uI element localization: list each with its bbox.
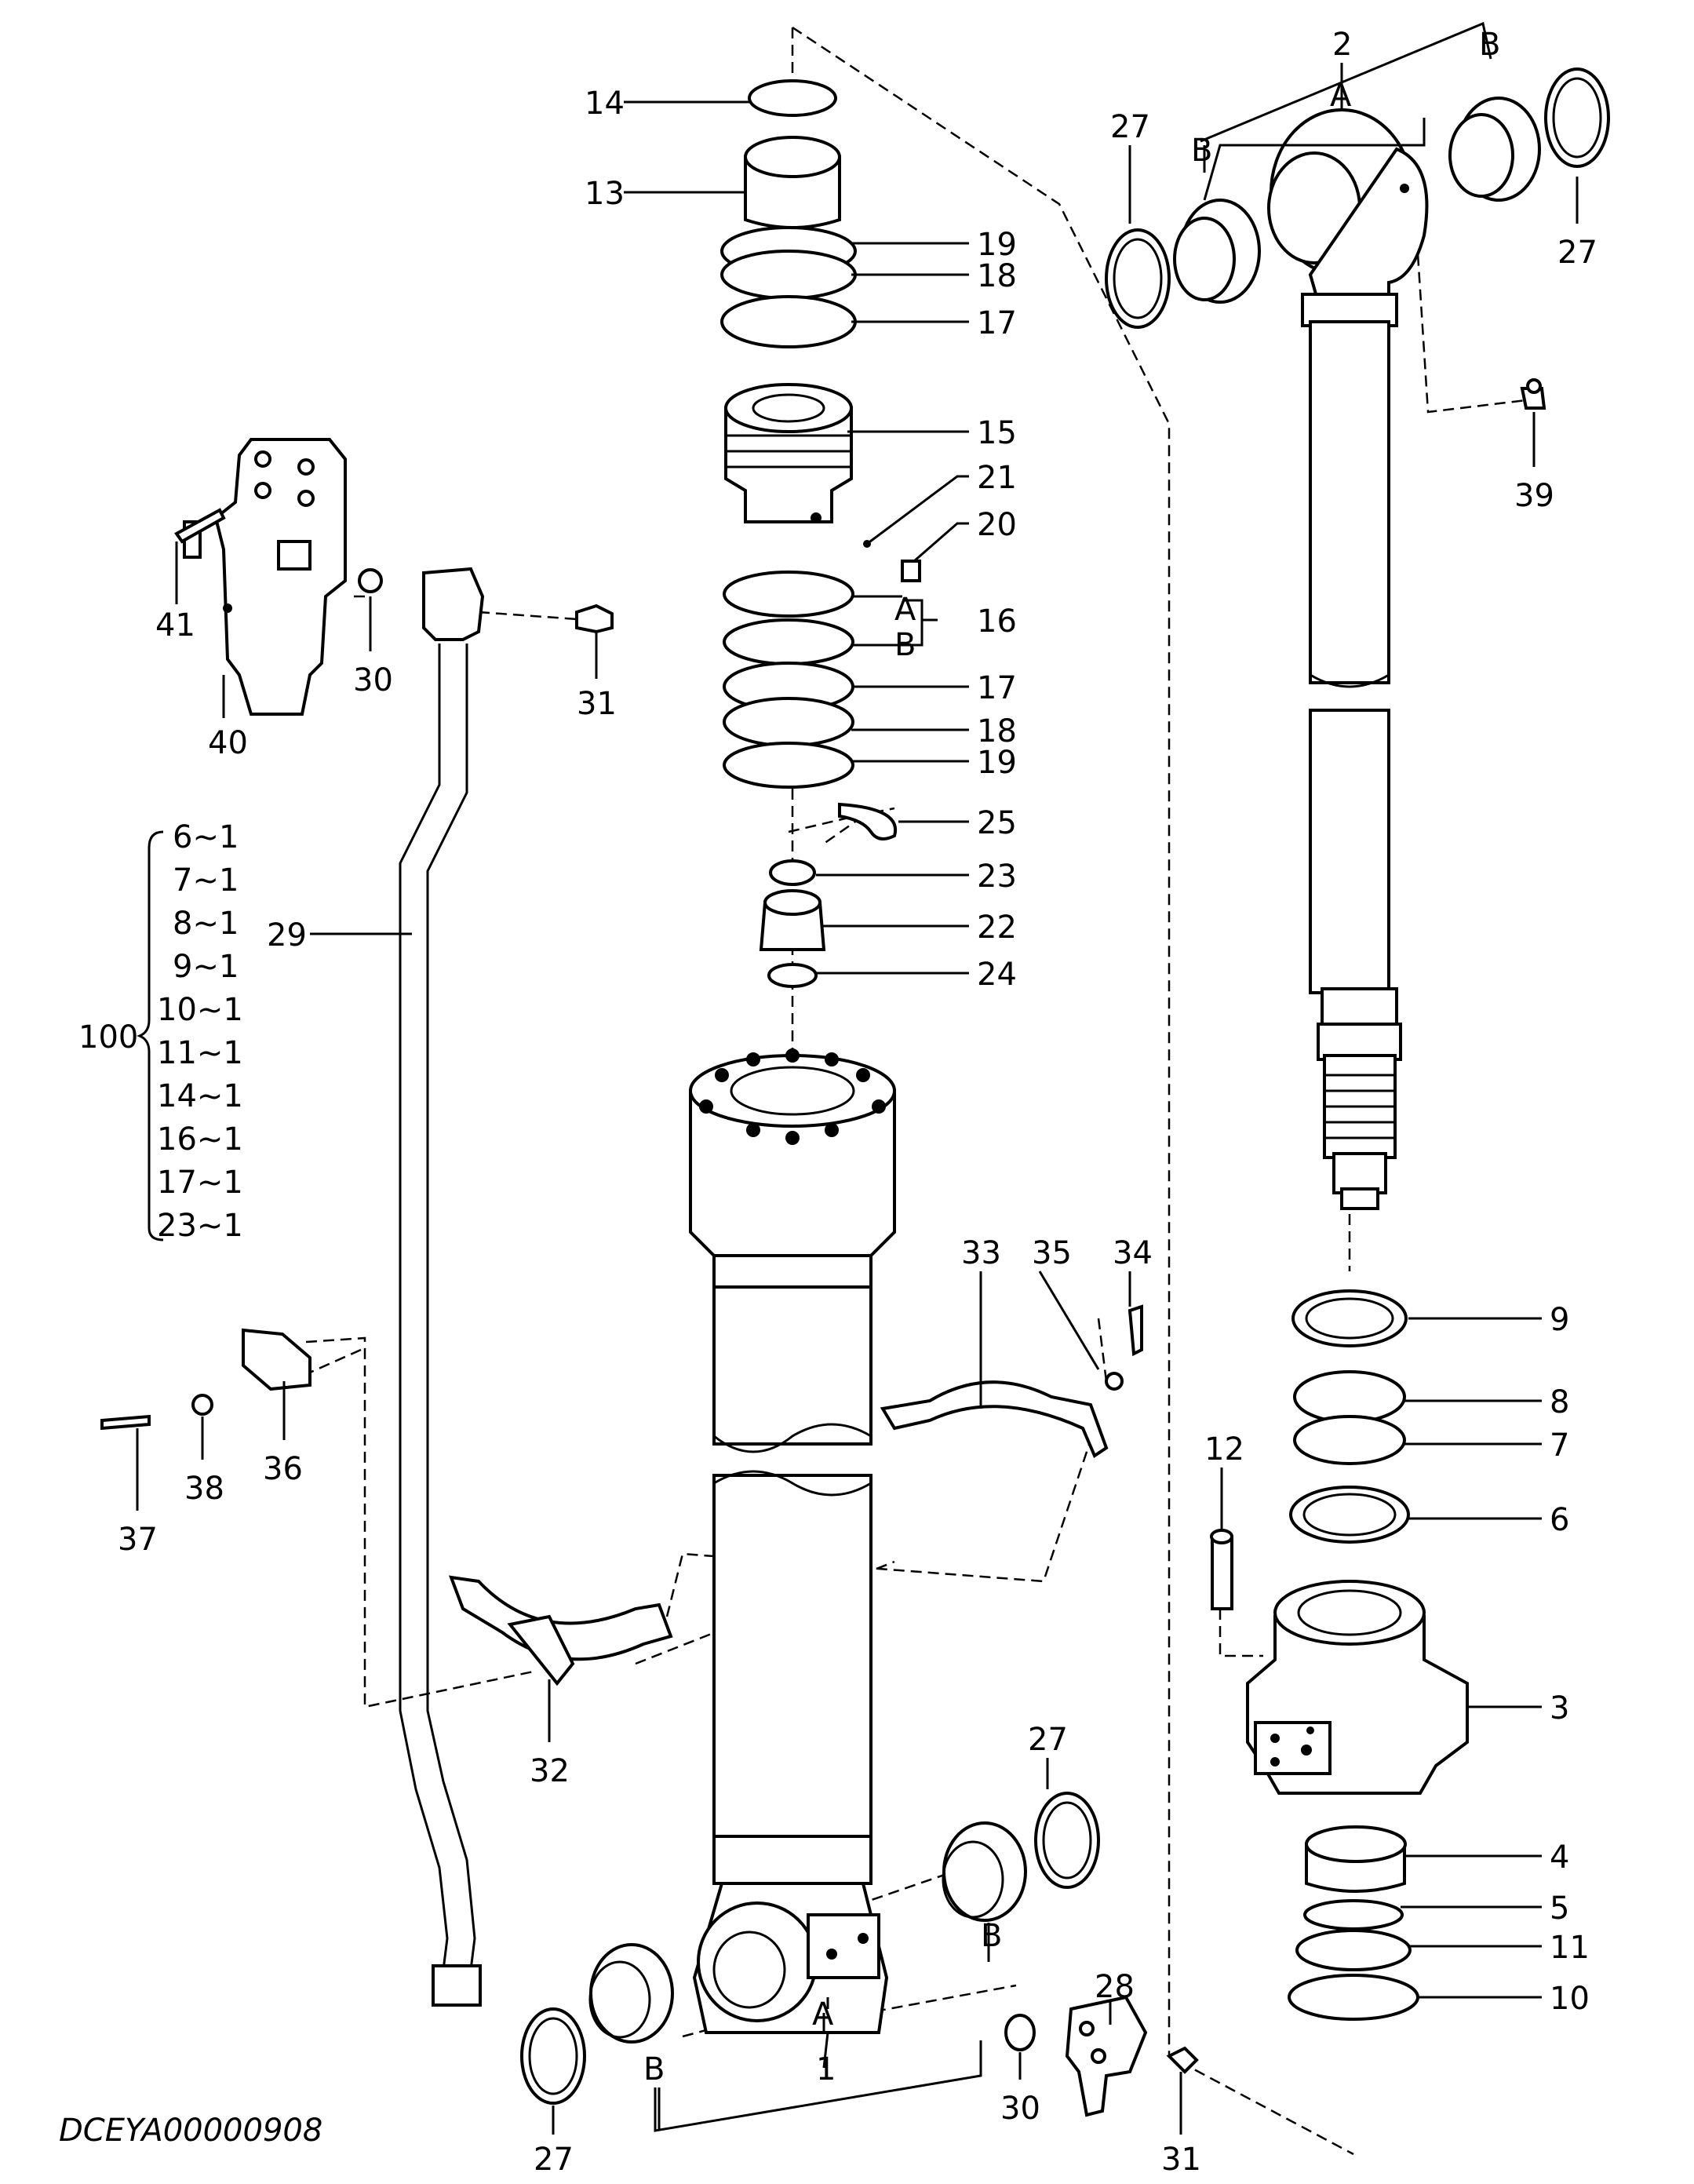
label-24: 24 <box>977 957 1017 993</box>
label-18a: 18 <box>977 258 1017 294</box>
flange-28 <box>1004 1995 1148 2117</box>
label-7: 7 <box>1550 1427 1569 1464</box>
kit-item: 14~1 <box>157 1078 243 1114</box>
label-23: 23 <box>977 859 1017 895</box>
bolts <box>100 508 1199 2074</box>
label-12: 12 <box>1204 1431 1244 1468</box>
label-35: 35 <box>1032 1235 1072 1271</box>
clamp-36 <box>242 1328 311 1391</box>
label-30a: 30 <box>353 662 393 698</box>
label-34: 34 <box>1113 1235 1153 1271</box>
diagram-code: DCEYA00000908 <box>59 2113 322 2149</box>
label-b-top-left: B <box>1191 133 1212 169</box>
head-parts-column <box>720 79 921 988</box>
kit-list: 6~1 7~1 8~1 9~1 10~1 11~1 14~1 16~1 17~1… <box>157 819 243 1244</box>
rod-thread-lines <box>1326 1074 1393 1139</box>
kit-item: 16~1 <box>157 1121 243 1158</box>
band-33 <box>880 1380 1109 1458</box>
kit-item: 9~1 <box>173 949 239 985</box>
label-11: 11 <box>1550 1930 1590 1966</box>
label-32: 32 <box>530 1753 570 1789</box>
label-21: 21 <box>977 460 1017 496</box>
label-29: 29 <box>267 917 307 953</box>
label-9: 9 <box>1550 1302 1569 1338</box>
label-b-16: B <box>894 627 916 663</box>
label-15: 15 <box>977 415 1017 451</box>
flange-bolt-holes <box>699 1048 886 1145</box>
label-b-bottom-right: B <box>981 1918 1002 1954</box>
label-28: 28 <box>1095 1969 1135 2005</box>
label-13: 13 <box>585 176 625 212</box>
kit-item: 7~1 <box>173 862 239 899</box>
label-39: 39 <box>1514 478 1554 514</box>
label-4: 4 <box>1550 1839 1569 1876</box>
label-b-top-right: B <box>1479 27 1500 63</box>
label-25: 25 <box>977 805 1017 841</box>
kit-item: 17~1 <box>157 1165 243 1201</box>
kit-item: 10~1 <box>157 992 243 1028</box>
label-3: 3 <box>1550 1690 1569 1726</box>
bottom-bushings <box>520 1792 1100 2105</box>
assembly-dashed-lines <box>262 26 1527 2156</box>
rod-assembly <box>1267 108 1429 1210</box>
label-22: 22 <box>977 910 1017 946</box>
label-41: 41 <box>155 607 195 644</box>
grease-nipple-39 <box>1520 378 1546 410</box>
label-18b: 18 <box>977 713 1017 749</box>
label-a-bottom: A <box>812 1996 834 2033</box>
kit-bracket <box>137 830 164 1241</box>
label-38: 38 <box>184 1471 224 1507</box>
kit-item: 23~1 <box>157 1208 243 1244</box>
label-a-16: A <box>894 592 916 628</box>
label-36: 36 <box>263 1451 303 1487</box>
top-bushings <box>1105 67 1610 329</box>
label-37: 37 <box>118 1522 158 1558</box>
band-32 <box>448 1575 673 1686</box>
kit-item: 8~1 <box>173 906 239 942</box>
label-5: 5 <box>1550 1890 1569 1927</box>
label-b-bottom-left: B <box>643 2051 665 2087</box>
cylinder-tube <box>689 1048 896 2034</box>
label-31b: 31 <box>1161 2142 1201 2178</box>
safety-valve-40 <box>183 438 383 716</box>
label-27b: 27 <box>1557 235 1597 271</box>
label-8: 8 <box>1550 1384 1569 1420</box>
label-17a: 17 <box>977 305 1017 341</box>
label-27d: 27 <box>534 2142 574 2178</box>
label-1: 1 <box>816 2051 836 2087</box>
part-labels: 14 13 19 18 17 15 21 20 A B 16 17 18 19 … <box>59 27 1597 2178</box>
label-6: 6 <box>1550 1502 1569 1538</box>
label-17b: 17 <box>977 670 1017 706</box>
label-27c: 27 <box>1028 1722 1068 1758</box>
pipe-29 <box>399 567 485 2007</box>
label-31a: 31 <box>577 686 617 722</box>
head-and-rings <box>1210 1289 1469 2021</box>
label-40: 40 <box>208 725 248 761</box>
kit-item: 6~1 <box>173 819 239 855</box>
label-33: 33 <box>961 1235 1001 1271</box>
label-100: 100 <box>78 1019 138 1056</box>
label-19b: 19 <box>977 745 1017 781</box>
label-19a: 19 <box>977 227 1017 263</box>
label-20: 20 <box>977 507 1017 543</box>
label-14: 14 <box>585 86 625 122</box>
leader-lines <box>136 21 1579 2135</box>
label-27a: 27 <box>1110 109 1150 145</box>
kit-item: 11~1 <box>157 1035 243 1071</box>
label-10: 10 <box>1550 1981 1590 2017</box>
label-30b: 30 <box>1000 2091 1040 2127</box>
label-a-top: A <box>1330 78 1352 114</box>
label-2: 2 <box>1332 27 1352 63</box>
label-16: 16 <box>977 603 1017 640</box>
